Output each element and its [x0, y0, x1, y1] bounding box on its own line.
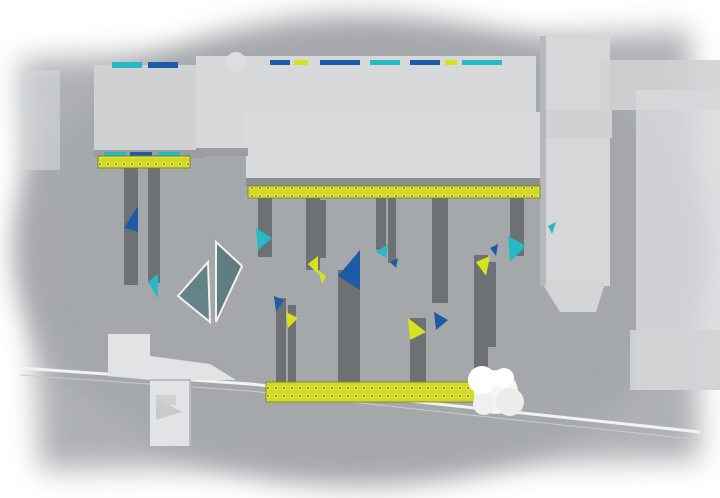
- main-building-roof: [94, 52, 546, 186]
- tree-canopy: [468, 366, 524, 416]
- east-wing-roof: [540, 36, 720, 390]
- triangle-markers: [124, 206, 556, 340]
- glass-triangles: [176, 239, 244, 325]
- planter-beds: [97, 155, 541, 403]
